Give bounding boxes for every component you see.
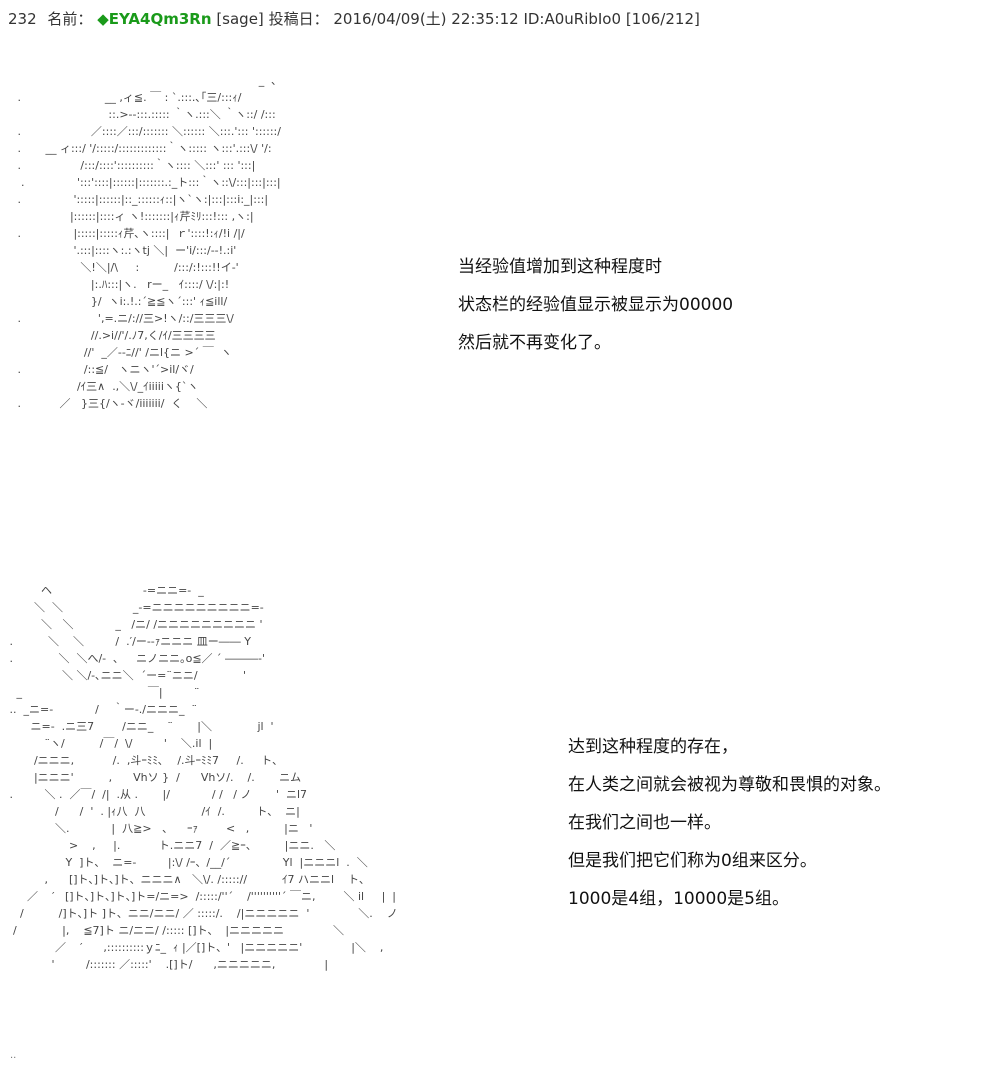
message-block-second: 达到这种程度的存在， 在人类之间就会被视为尊敬和畏惧的对象。 在我们之间也一样。… — [568, 728, 891, 918]
message-line: 然后就不再变化了。 — [458, 333, 611, 353]
post-header: 232 名前： ◆EYA4Qm3Rn [sage] 投稿日： 2016/04/0… — [8, 8, 700, 29]
date-label: 投稿日： — [268, 10, 329, 28]
post-number[interactable]: 232 — [8, 10, 37, 28]
message-block-first: 当经验值增加到这种程度时 状态栏的经验值显示被显示为00000 然后就不再变化了… — [458, 248, 733, 362]
post-date: 2016/04/09(土) 22:35:12 — [333, 10, 519, 28]
poster-name: ◆EYA4Qm3Rn — [97, 10, 212, 28]
name-label: 名前： — [47, 10, 93, 28]
poster-id[interactable]: ID:A0uRibIo0 — [523, 10, 622, 28]
message-line: 状态栏的经验值显示被显示为00000 — [458, 295, 734, 315]
message-line: 1000是4组，10000是5组。 — [568, 889, 789, 909]
message-line: 当经验值增加到这种程度时 — [458, 257, 662, 277]
message-line: 但是我们把它们称为0组来区分。 — [568, 851, 817, 871]
message-line: 在人类之间就会被视为尊敬和畏惧的对象。 — [568, 775, 891, 795]
ascii-art-top: _ ､ . __ ,ィ≦. ￣ : `.:::.､｢三/:::ｨ/ ::.>--… — [17, 74, 281, 410]
mail-field[interactable]: [sage] — [216, 10, 264, 28]
message-line: 在我们之间也一样。 — [568, 813, 721, 833]
ascii-art-bottom: ヘ -=ニニ=- _ ＼ ＼ _-=ニニニニニニニニニ=- ＼ ＼ _ /ニ/ … — [9, 584, 398, 971]
post-count: [106/212] — [625, 10, 700, 28]
corner-dots: .. — [10, 1050, 17, 1061]
message-line: 达到这种程度的存在， — [568, 737, 738, 757]
